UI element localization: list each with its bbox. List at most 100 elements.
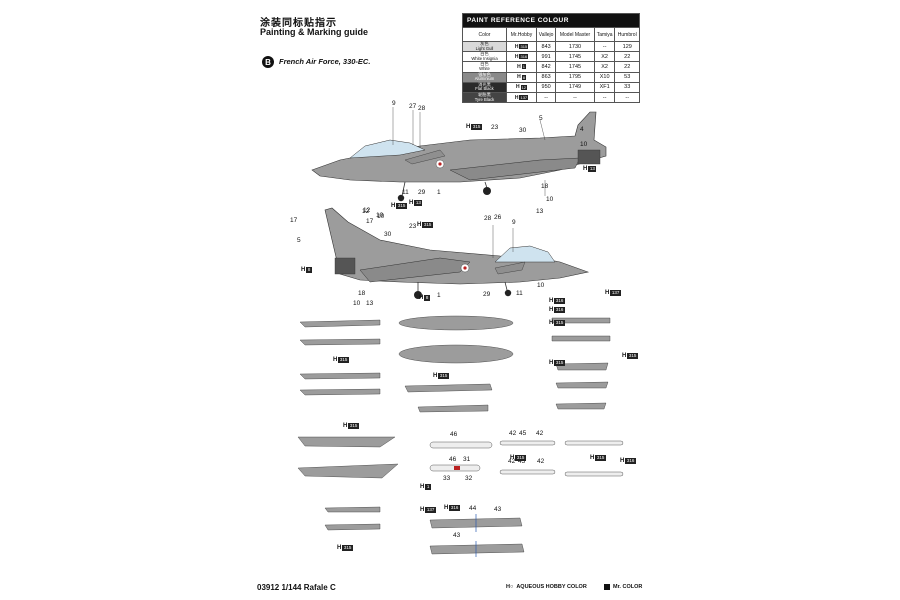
callout-number: 26 bbox=[494, 214, 502, 221]
callout-number: 17 bbox=[290, 217, 298, 224]
legend-mr-color: Mr. COLOR bbox=[604, 584, 642, 590]
callout-number: 13 bbox=[366, 300, 374, 307]
h-mark: H bbox=[420, 507, 425, 513]
callout-number: 23 bbox=[409, 223, 417, 230]
callout-number: 10 bbox=[376, 212, 384, 219]
title-english: Painting & Marking guide bbox=[260, 27, 369, 37]
h-mark: H bbox=[515, 84, 520, 91]
callout-number: 43 bbox=[494, 506, 502, 513]
variant-badge: B bbox=[262, 56, 274, 68]
legend-h-mark: H bbox=[506, 584, 510, 590]
h-mark: H bbox=[514, 53, 519, 60]
variant-label: French Air Force, 330-EC. bbox=[279, 57, 371, 66]
callout-number: 23 bbox=[491, 124, 499, 131]
tamiya-code: -- bbox=[593, 91, 616, 104]
callout-number: 29 bbox=[418, 189, 426, 196]
callout-number: 12 bbox=[362, 208, 370, 215]
h-mark: H bbox=[333, 357, 338, 363]
h-mark: H bbox=[466, 124, 471, 130]
code-number: 1 bbox=[521, 64, 526, 70]
ref-code: 315 bbox=[554, 320, 565, 326]
ref-code: 1 bbox=[425, 484, 431, 490]
callout-number: 1 bbox=[437, 292, 441, 299]
h-mark: H bbox=[337, 545, 342, 551]
legend-h-box: ○ bbox=[509, 584, 514, 590]
callout-number: 46 bbox=[449, 456, 457, 463]
h-mark: H bbox=[391, 203, 396, 209]
legend-aqueous: H○ AQUEOUS HOBBY COLOR bbox=[506, 584, 587, 590]
h-mark: H bbox=[420, 484, 425, 490]
callout-number: 18 bbox=[358, 290, 366, 297]
callout-number: 42 bbox=[536, 430, 544, 437]
callout-number: 9 bbox=[392, 100, 396, 107]
callout-number: 31 bbox=[463, 456, 471, 463]
ref-code: 13 bbox=[414, 200, 423, 206]
h-mark: H bbox=[590, 455, 595, 461]
callout-number: 10 bbox=[580, 141, 588, 148]
ref-code: 316 bbox=[625, 458, 636, 464]
bottom-view-aircraft bbox=[324, 207, 590, 299]
callout-number: 5 bbox=[539, 115, 543, 122]
ref-code: 315 bbox=[515, 455, 526, 461]
color-name-cn: 白色 bbox=[480, 61, 489, 67]
callout-number: 28 bbox=[418, 105, 426, 112]
callout-number: 4 bbox=[580, 126, 584, 133]
color-name-cn: 消光黑 bbox=[478, 81, 491, 87]
code-number: 315 bbox=[519, 44, 529, 50]
h-mark: H bbox=[433, 373, 438, 379]
legend-h-icon: H○ bbox=[506, 584, 513, 590]
color-name-cn: 银灰色 bbox=[478, 71, 491, 77]
ref-code: 137 bbox=[425, 507, 436, 513]
callout-number: 28 bbox=[484, 215, 492, 222]
color-name-en: Light Gull bbox=[475, 45, 494, 51]
h-mark: H bbox=[514, 94, 519, 101]
h-mark: H bbox=[510, 455, 515, 461]
h-mark: H bbox=[343, 423, 348, 429]
col-humbrol: Humbrol bbox=[614, 27, 640, 42]
callout-number: 33 bbox=[443, 475, 451, 482]
title-chinese: 涂装同标贴指示 bbox=[260, 18, 337, 29]
callout-number: 1 bbox=[437, 189, 441, 196]
h-mark: H bbox=[549, 320, 554, 326]
ref-code: 315 bbox=[554, 360, 565, 366]
ref-code: 315 bbox=[396, 203, 407, 209]
ref-code: 315 bbox=[595, 455, 606, 461]
callout-number: 43 bbox=[453, 532, 461, 539]
callout-number: 13 bbox=[536, 208, 544, 215]
h-mark: H bbox=[517, 74, 521, 81]
h-mark: H bbox=[517, 63, 521, 70]
callout-number: 12 bbox=[363, 207, 371, 214]
ref-code: 137 bbox=[610, 290, 621, 296]
callout-number: 44 bbox=[469, 505, 477, 512]
code-number: 137 bbox=[519, 95, 529, 101]
ref-code: 315 bbox=[627, 353, 638, 359]
callout-number: 42 bbox=[508, 458, 516, 465]
ref-code: 315 bbox=[342, 545, 353, 551]
ref-code: 315 bbox=[438, 373, 449, 379]
callout-number: 30 bbox=[519, 127, 527, 134]
callout-number: 10 bbox=[377, 213, 385, 220]
model-master-code: -- bbox=[555, 91, 595, 104]
h-mark: H bbox=[583, 166, 588, 172]
callout-number: 42 bbox=[537, 458, 545, 465]
callout-number: 32 bbox=[465, 475, 473, 482]
color-name-en: Aluminium bbox=[474, 76, 495, 82]
